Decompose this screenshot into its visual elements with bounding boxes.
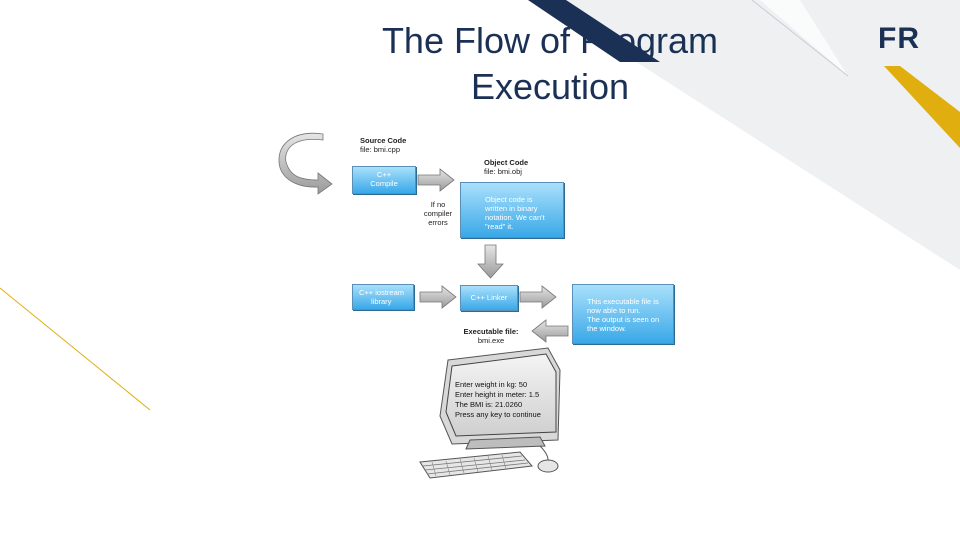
exec-box-line1: This executable file is <box>587 297 659 306</box>
iostream-library-box: C++ iostream library <box>352 284 414 310</box>
no-errors-line3: errors <box>428 218 448 227</box>
no-errors-label: If no compiler errors <box>420 200 456 227</box>
curved-arrow-icon <box>278 132 333 195</box>
arrow-left-icon <box>531 319 569 343</box>
console-line-2: Enter height in meter: 1.5 <box>455 390 540 399</box>
compile-box-line2: Compile <box>370 179 398 188</box>
exec-label-file: bmi.exe <box>477 336 505 345</box>
object-code-label: Object Code file: bmi.obj <box>484 158 528 176</box>
object-code-file: file: bmi.obj <box>484 167 522 176</box>
no-errors-line2: compiler <box>423 209 453 218</box>
title-line-1: The Flow of Program <box>381 20 719 61</box>
compile-box: C++ Compile <box>352 166 416 194</box>
white-stripe-shape <box>760 0 848 76</box>
object-code-box: Object code is written in binary notatio… <box>460 182 564 238</box>
iostream-box-line1: C++ iostream <box>359 288 405 297</box>
executable-box: This executable file is now able to run.… <box>572 284 674 344</box>
source-code-file: file: bmi.cpp <box>360 145 401 154</box>
object-box-line2: written in binary <box>485 204 538 213</box>
arrow-right-icon <box>519 285 557 309</box>
computer-icon <box>419 347 561 479</box>
title-line-2: Execution <box>470 66 630 107</box>
compile-box-line1: C++ <box>376 170 392 179</box>
exec-box-line2: now able to run. <box>587 306 641 315</box>
grey-corner-shape <box>540 0 960 270</box>
arrow-right-icon <box>417 168 455 192</box>
console-line-1: Enter weight in kg: 50 <box>455 380 528 389</box>
object-box-line1: Object code is <box>485 195 533 204</box>
exec-label-title: Executable file: <box>463 327 519 336</box>
arrow-down-icon <box>477 244 504 279</box>
linker-box: C++ Linker <box>460 285 518 311</box>
object-box-line4: "read" it. <box>485 222 514 231</box>
console-line-4: Press any key to continue <box>455 410 541 419</box>
source-code-label: Source Code file: bmi.cpp <box>360 136 406 154</box>
logo: FR <box>878 22 920 55</box>
object-box-line3: notation. We can't <box>485 213 545 222</box>
linker-box-label: C++ Linker <box>470 293 508 302</box>
console-output: Enter weight in kg: 50 Enter height in m… <box>455 380 541 420</box>
iostream-box-line2: library <box>371 297 392 306</box>
gold-stripe-shape <box>884 66 960 148</box>
gold-thin-line <box>0 287 151 411</box>
exec-box-line4: the window. <box>587 324 627 333</box>
navy-stripe-shape <box>528 0 660 62</box>
thin-grey-line <box>751 0 849 77</box>
source-code-title: Source Code <box>360 136 407 145</box>
object-code-title: Object Code <box>484 158 529 167</box>
executable-file-label: Executable file: bmi.exe <box>460 327 522 345</box>
arrow-right-icon <box>419 285 457 309</box>
slide-title: The Flow of Program Execution <box>320 18 780 110</box>
console-line-3: The BMI is: 21.0260 <box>455 400 523 409</box>
exec-box-line3: The output is seen on <box>587 315 660 324</box>
no-errors-line1: If no <box>430 200 446 209</box>
